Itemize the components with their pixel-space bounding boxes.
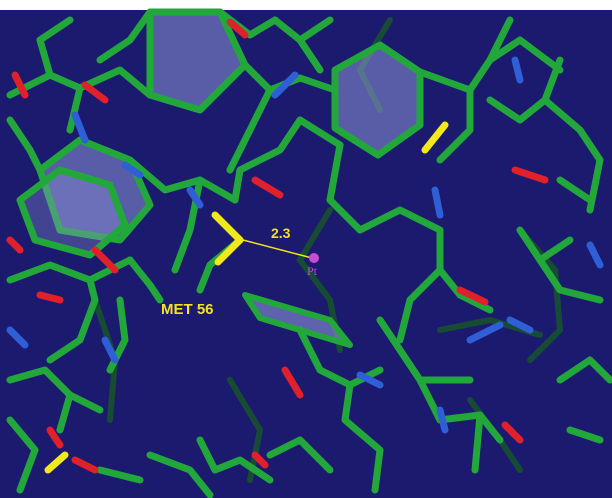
ring-top-center <box>146 8 249 114</box>
distance-line <box>242 239 313 259</box>
oxygen-bonds <box>6 18 549 474</box>
top-frame <box>0 0 612 10</box>
met56-sulfur-bond-a <box>211 211 244 244</box>
distance-label: 2.3 <box>271 225 291 241</box>
nitrogen-bonds <box>6 56 604 434</box>
platinum-label: Pt <box>307 264 318 278</box>
ribbon-fragment <box>242 292 353 348</box>
platinum-atom <box>309 253 319 263</box>
ring-left-back <box>16 166 129 259</box>
residue-label: MET 56 <box>161 301 214 318</box>
ring-top-right <box>331 41 424 159</box>
sulfur-bonds <box>44 121 449 474</box>
aromatic-rings <box>16 8 424 259</box>
met56-sulfur-bond-b <box>214 236 244 266</box>
